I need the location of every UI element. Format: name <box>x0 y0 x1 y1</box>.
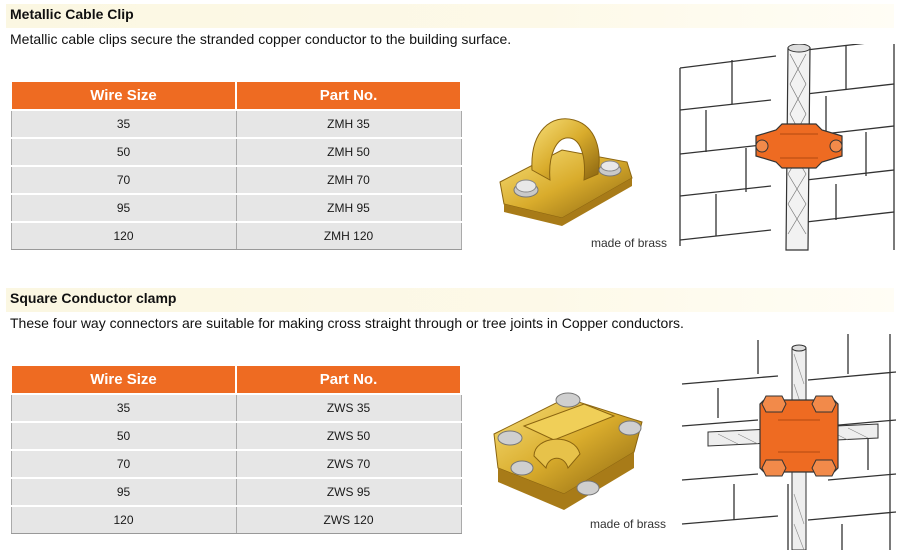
wire-size-cell: 70 <box>10 165 237 195</box>
section-title-bar <box>6 4 894 28</box>
wall-mounted-clip-drawing <box>679 44 895 251</box>
part-no-cell: ZWS 50 <box>235 421 462 451</box>
table-header-row: Wire Size Part No. <box>10 364 462 395</box>
brass-cable-clip-illustration <box>499 118 633 226</box>
column-header-part-no: Part No. <box>235 80 462 111</box>
wire-size-cell: 50 <box>10 421 237 451</box>
part-no-cell: ZMH 95 <box>235 193 462 223</box>
part-no-cell: ZMH 120 <box>235 221 462 250</box>
part-no-cell: ZWS 70 <box>235 449 462 479</box>
column-header-part-no: Part No. <box>235 364 462 395</box>
section-title-bar <box>6 288 894 312</box>
wall-mounted-square-clamp-drawing <box>681 334 897 550</box>
wire-size-cell: 35 <box>10 393 237 423</box>
wire-size-cell: 95 <box>10 193 237 223</box>
wire-size-cell: 70 <box>10 449 237 479</box>
table-header-row: Wire Size Part No. <box>10 80 462 111</box>
part-no-cell: ZWS 120 <box>235 505 462 534</box>
material-caption: made of brass <box>591 236 668 250</box>
wire-size-cell: 95 <box>10 477 237 507</box>
wire-size-cell: 120 <box>10 221 237 250</box>
wire-size-cell: 120 <box>10 505 237 534</box>
section-title: Square Conductor clamp <box>10 290 177 306</box>
section-description: Metallic cable clips secure the stranded… <box>10 31 512 47</box>
part-no-cell: ZMH 70 <box>235 165 462 195</box>
part-no-cell: ZMH 50 <box>235 137 462 167</box>
part-no-cell: ZWS 95 <box>235 477 462 507</box>
wire-size-cell: 35 <box>10 109 237 139</box>
column-header-wire-size: Wire Size <box>10 364 237 395</box>
section-title: Metallic Cable Clip <box>10 6 134 22</box>
section-description: These four way connectors are suitable f… <box>10 315 684 331</box>
part-no-cell: ZWS 35 <box>235 393 462 423</box>
part-no-cell: ZMH 35 <box>235 109 462 139</box>
material-caption: made of brass <box>590 517 667 531</box>
column-header-wire-size: Wire Size <box>10 80 237 111</box>
brass-square-clamp-illustration <box>493 392 643 510</box>
wire-size-cell: 50 <box>10 137 237 167</box>
